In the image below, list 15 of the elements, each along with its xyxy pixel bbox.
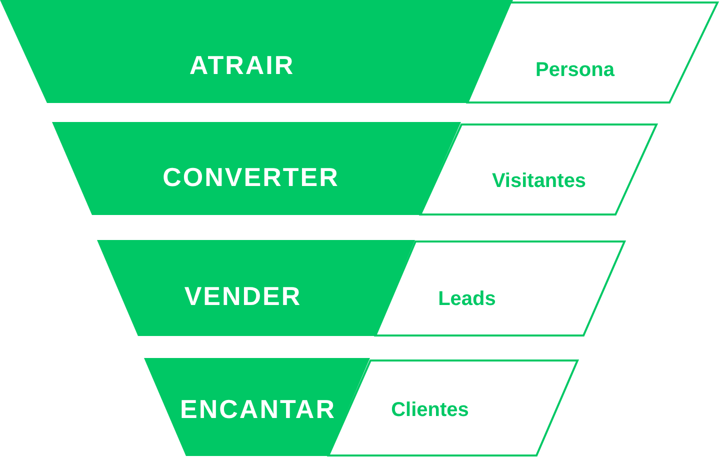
audience-label: Clientes [391, 400, 469, 420]
stage-label: CONVERTER [162, 164, 340, 190]
funnel-stage-band [144, 358, 370, 456]
funnel-stage-band [97, 240, 415, 336]
funnel-stage-band [0, 0, 513, 103]
stage-label: ENCANTAR [180, 396, 336, 422]
parallelogram-box [466, 0, 718, 104]
stage-label: VENDER [184, 283, 302, 309]
parallelogram-box [418, 122, 658, 216]
audience-label: Leads [438, 289, 496, 309]
parallelogram-box [374, 240, 626, 336]
audience-label: Visitantes [492, 171, 586, 191]
audience-label: Persona [536, 60, 614, 80]
stage-label: ATRAIR [189, 52, 295, 78]
funnel-stage-band [52, 122, 461, 215]
